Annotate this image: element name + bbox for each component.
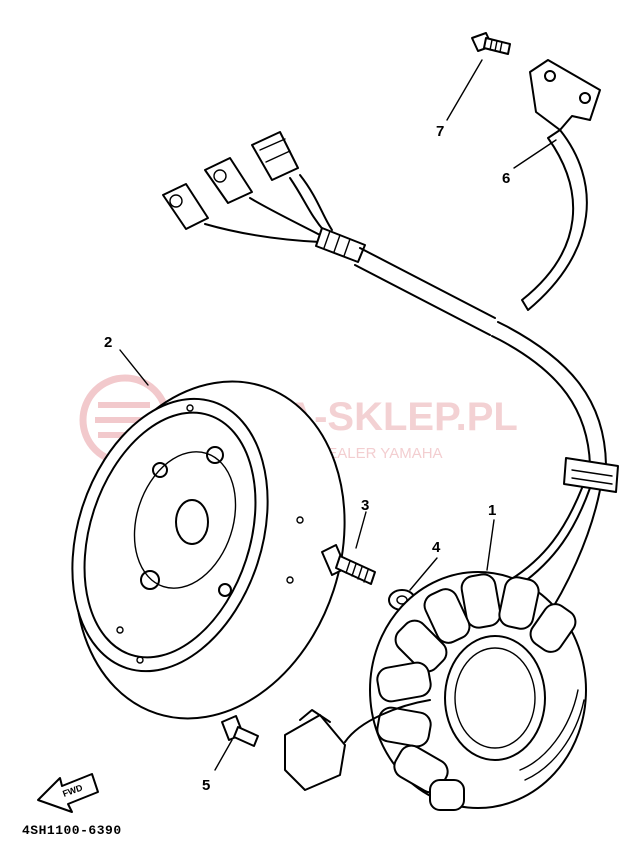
pickup-screw-drawing <box>221 715 259 747</box>
callout-4-label: 4 <box>432 539 441 556</box>
callout-numbers: 1 2 3 4 5 6 7 <box>104 123 510 794</box>
callout-2-label: 2 <box>104 334 112 351</box>
callout-1-label: 1 <box>488 502 496 519</box>
bracket-bolt-drawing <box>471 32 511 55</box>
wire-harness-drawing <box>162 131 619 621</box>
pickup-coil-drawing <box>284 699 431 791</box>
fwd-arrow-icon: FWD <box>37 773 99 813</box>
rotor-drawing <box>71 380 346 720</box>
callout-3-label: 3 <box>361 497 369 514</box>
drawing-code: 4SH1100-6390 <box>22 823 122 838</box>
rotor-bolt-drawing <box>321 544 376 585</box>
wire-clamp-bracket-drawing <box>521 59 601 311</box>
stator-drawing <box>369 571 587 811</box>
leader-lines <box>119 59 557 771</box>
callout-7-label: 7 <box>436 123 444 140</box>
callout-6-label: 6 <box>502 170 510 187</box>
callout-5-label: 5 <box>202 777 210 794</box>
